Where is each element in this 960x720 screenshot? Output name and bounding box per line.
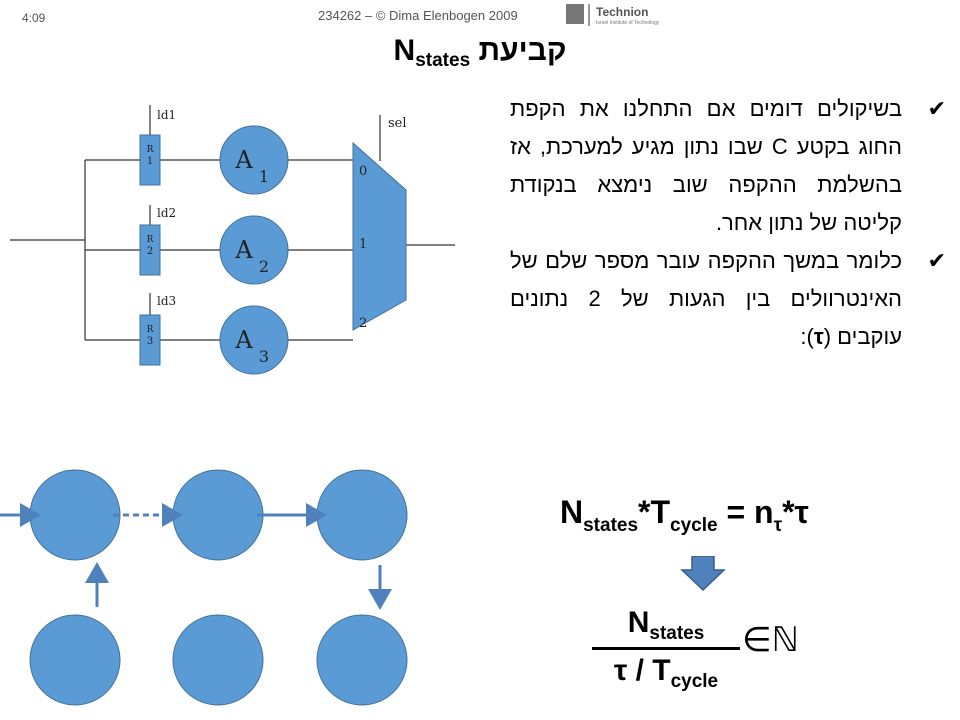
unit-label: A xyxy=(234,236,253,264)
mux-input-label: 2 xyxy=(359,316,367,331)
equation-nstates: Nstates*Tcycle = nτ*τ xyxy=(560,494,809,536)
load-label: ld2 xyxy=(157,206,176,220)
fraction-denominator: τ / Tcycle xyxy=(613,654,719,692)
state-node-3 xyxy=(316,469,408,561)
mux-input-label: 1 xyxy=(359,237,367,252)
title-n-sub: states xyxy=(415,50,471,71)
register-label: R xyxy=(147,235,154,245)
bullet-list: ✔ בשיקולים דומים אם התחלנו את הקפת החוג … xyxy=(510,90,946,356)
unit-1: A1 xyxy=(219,125,289,195)
title-hebrew: קביעת xyxy=(478,34,567,67)
bullet-2: ✔ כלומר במשך ההקפה עובר מספר שלם של האינ… xyxy=(510,242,946,356)
state-node-1 xyxy=(29,469,121,561)
unit-3: A3 xyxy=(219,305,289,375)
select-label: sel xyxy=(388,116,407,131)
register-label: R xyxy=(147,145,154,155)
element-of-naturals: ∈ℕ xyxy=(742,621,799,659)
down-arrow-icon xyxy=(680,556,726,592)
unit-index: 2 xyxy=(259,257,269,276)
register-1: R1 ld1 xyxy=(139,108,176,186)
register-3: R3 ld3 xyxy=(139,294,176,366)
fraction-bar xyxy=(592,647,740,650)
bullet-1-text: בשיקולים דומים אם התחלנו את הקפת החוג בק… xyxy=(510,96,902,235)
logo-text: Technion xyxy=(596,5,648,19)
unit-index: 3 xyxy=(259,347,269,366)
register-2: R2 ld2 xyxy=(139,206,176,276)
mux-input-label: 0 xyxy=(359,164,367,179)
load-label: ld3 xyxy=(157,294,176,308)
register-index: 1 xyxy=(147,156,153,167)
register-index: 2 xyxy=(147,246,153,257)
register-index: 3 xyxy=(147,336,153,347)
state-node-2 xyxy=(172,469,264,561)
fraction-numerator: Nstates xyxy=(627,606,705,644)
slide-title: Nstates קביעת xyxy=(0,34,960,72)
check-icon: ✔ xyxy=(927,96,946,121)
bullet-2-text: כלומר במשך ההקפה עובר מספר שלם של האינטר… xyxy=(510,248,902,349)
title-n: N xyxy=(393,34,416,67)
unit-label: A xyxy=(234,146,253,174)
multiplexer xyxy=(352,141,407,331)
unit-index: 1 xyxy=(259,167,269,186)
course-header: 234262 – © Dima Elenbogen 2009 xyxy=(318,8,518,23)
slide-time: 4:09 xyxy=(22,11,46,25)
load-label: ld1 xyxy=(157,108,176,122)
state-node-6 xyxy=(29,614,121,706)
logo-subtext: Israel Institute of Technology xyxy=(596,20,660,26)
check-icon: ✔ xyxy=(927,248,946,273)
state-ring-diagram xyxy=(0,469,408,706)
register-label: R xyxy=(147,325,154,335)
technion-logo: Technion Israel Institute of Technology xyxy=(566,4,660,26)
state-node-4 xyxy=(316,614,408,706)
fraction-expression: Nstates τ / Tcycle xyxy=(592,606,740,693)
logo-emblem xyxy=(566,4,584,24)
unit-label: A xyxy=(234,326,253,354)
state-node-5 xyxy=(172,614,264,706)
bullet-1: ✔ בשיקולים דומים אם התחלנו את הקפת החוג … xyxy=(510,90,946,242)
unit-2: A2 xyxy=(219,215,289,285)
